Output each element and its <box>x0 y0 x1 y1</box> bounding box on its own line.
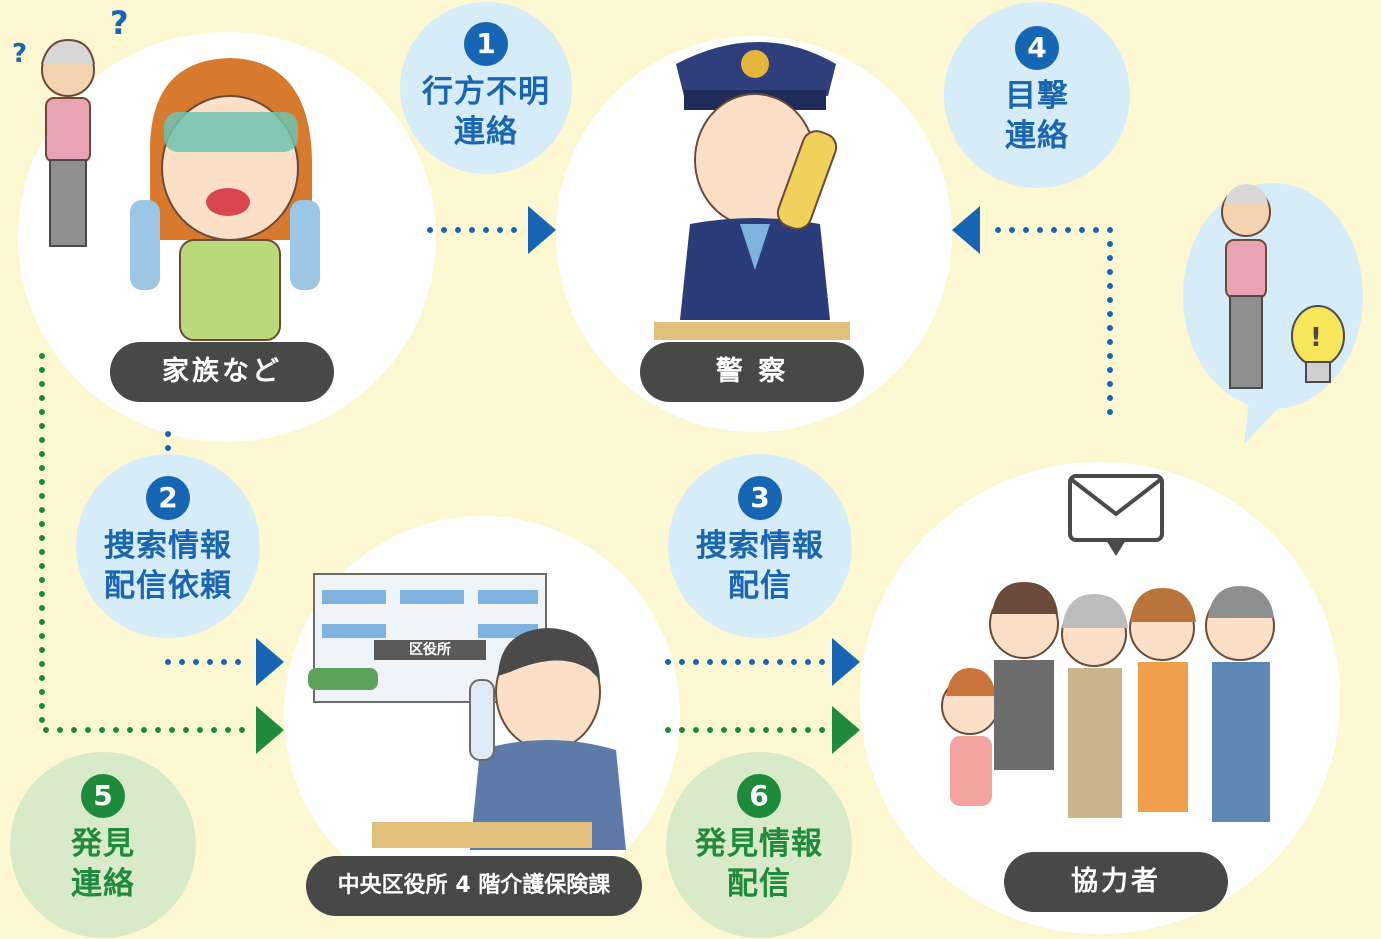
step-6-bubble: 6 発見情報 配信 <box>666 752 852 938</box>
arrowhead-2 <box>256 638 284 686</box>
arrowhead-1 <box>528 206 556 254</box>
arrow-line-5 <box>39 353 251 733</box>
happy-elder-illustration: ! <box>1221 184 1345 389</box>
step-6-text: 発見情報 配信 <box>695 826 823 902</box>
arrowhead-3 <box>832 638 860 686</box>
arrowhead-5 <box>256 706 284 754</box>
office-worker-illustration <box>372 628 626 850</box>
step-4-bubble: 4 目撃 連絡 <box>944 2 1130 188</box>
step-2-bubble: 2 捜索情報 配信依頼 <box>76 454 260 638</box>
step-1-text: 行方不明 連絡 <box>422 74 550 150</box>
svg-text:!: ! <box>1310 323 1322 353</box>
thought-bubble <box>1183 183 1363 409</box>
step-3-text: 捜索情報 配信 <box>696 528 824 604</box>
office-label: 中央区役所 4 階介護保険課 <box>306 856 642 916</box>
confused-elder-illustration: ? ? <box>12 4 129 247</box>
step-5-bubble: 5 発見 連絡 <box>10 752 196 938</box>
arrowhead-4 <box>952 206 980 254</box>
mail-envelope-illustration <box>1068 474 1164 556</box>
step-3-bubble: 3 捜索情報 配信 <box>668 454 852 638</box>
helpers-group-illustration <box>941 582 1275 822</box>
police-label: 警 察 <box>640 342 864 402</box>
arrowhead-6 <box>832 706 860 754</box>
step-2-number: 2 <box>146 476 190 520</box>
step-4-text: 目撃 連絡 <box>1005 78 1069 154</box>
step-3-number: 3 <box>738 476 782 520</box>
building-sign: 区役所 <box>409 642 451 658</box>
family-label: 家族など <box>110 342 334 402</box>
arrow-line-4 <box>983 227 1113 427</box>
step-1-number: 1 <box>464 22 508 66</box>
police-officer-illustration <box>654 42 850 340</box>
step-5-text: 発見 連絡 <box>71 826 135 902</box>
worried-woman-illustration <box>130 58 320 341</box>
step-1-bubble: 1 行方不明 連絡 <box>400 2 572 174</box>
step-4-number: 4 <box>1015 26 1059 70</box>
step-5-number: 5 <box>81 774 125 818</box>
step-6-number: 6 <box>737 774 781 818</box>
step-2-text: 捜索情報 配信依頼 <box>104 528 232 604</box>
svg-text:?: ? <box>12 39 27 69</box>
svg-text:?: ? <box>110 4 129 42</box>
helpers-label: 協力者 <box>1004 852 1228 912</box>
thought-bubble-tail <box>1244 392 1294 444</box>
